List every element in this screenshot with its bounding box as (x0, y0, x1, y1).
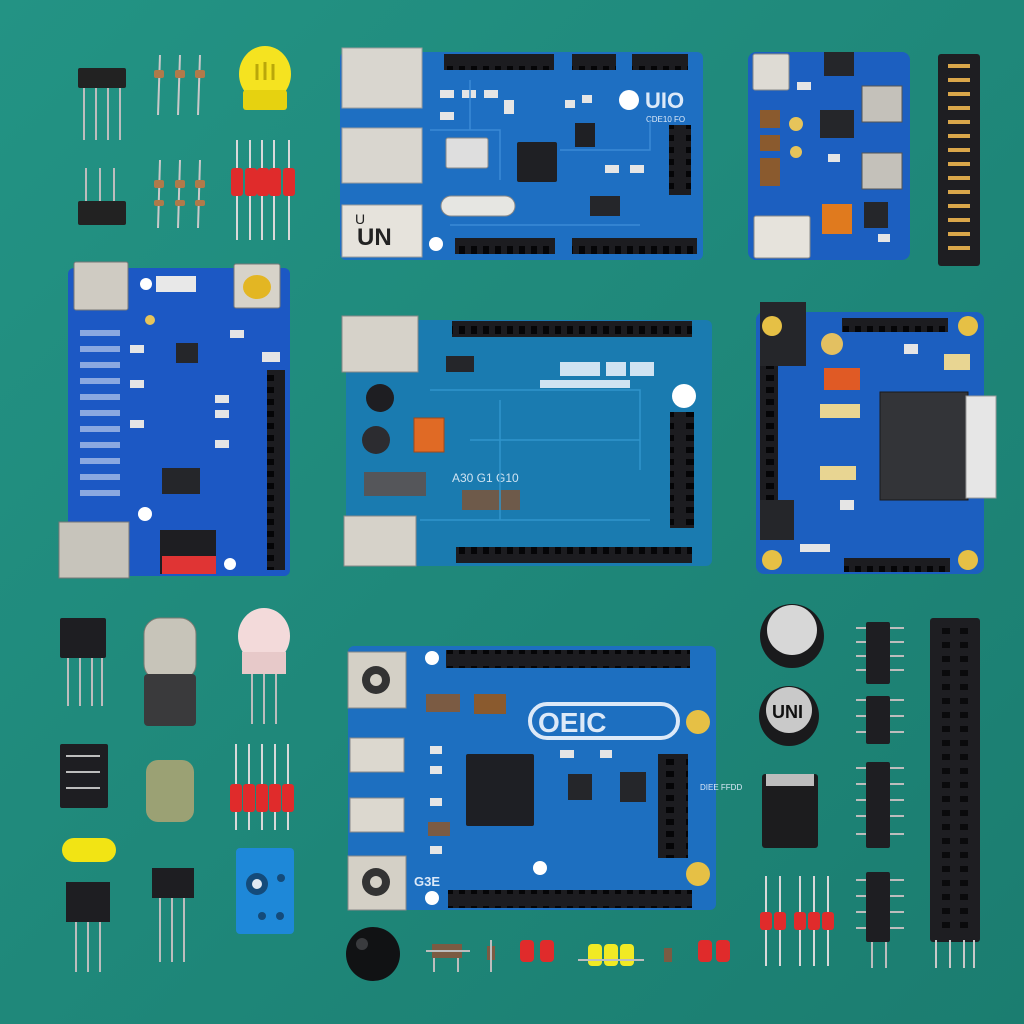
ic-chip-dip (60, 744, 108, 808)
pin-hole (960, 824, 968, 830)
pin-hole (960, 698, 968, 704)
pin-hole (942, 740, 950, 746)
yellow-led-icon (239, 46, 291, 110)
pin-hole (960, 628, 968, 634)
header-pins-bottom-mid (152, 868, 194, 962)
pin-hole (960, 726, 968, 732)
voltage-regulator (762, 774, 818, 848)
female-header-vertical-right (938, 54, 980, 266)
transistor-bottom-left (66, 882, 110, 972)
pin-hole (960, 656, 968, 662)
board-bottom-center: OEIC G3E DIEE FFDD (347, 646, 742, 911)
pin-hole (960, 894, 968, 900)
pin-hole (942, 698, 950, 704)
pin-hole (942, 726, 950, 732)
usb-prefix: U (355, 211, 365, 227)
pin-hole (960, 880, 968, 886)
header-pins-left-2 (78, 168, 126, 225)
pin-hole (960, 782, 968, 788)
pin-hole (942, 838, 950, 844)
male-header-long-right (930, 618, 980, 968)
capacitor-round-top (760, 604, 824, 668)
pin-hole (942, 866, 950, 872)
pin-hole (960, 866, 968, 872)
pin-hole (942, 754, 950, 760)
board-top-center: UN U UIO CDE10 FO (340, 47, 703, 260)
pin-hole (960, 712, 968, 718)
pin-hole (942, 642, 950, 648)
pin-hole (942, 824, 950, 830)
pin-hole (942, 656, 950, 662)
pin-hole (960, 740, 968, 746)
capacitor-round-mid: UNI (759, 686, 819, 746)
male-header-pin-holes (942, 628, 968, 928)
board-left-middle (58, 261, 290, 579)
buzzer-black (346, 927, 400, 981)
resistors-group-top (157, 54, 201, 229)
red-leds-group-bottom (230, 744, 294, 830)
pin-hole (942, 670, 950, 676)
pin-hole (942, 908, 950, 914)
capacitor-mid-label: UNI (772, 702, 803, 722)
board-logo-oeic: OEIC (538, 707, 606, 738)
board-side-text: DIEE FFDD (700, 783, 742, 792)
pin-hole (942, 782, 950, 788)
potentiometer-blue (236, 848, 294, 934)
pin-hole (960, 838, 968, 844)
yellow-led-small (62, 838, 116, 862)
board-logo-uio: UIO (645, 88, 684, 113)
pin-hole (960, 852, 968, 858)
pin-hole (960, 670, 968, 676)
pin-hole (942, 712, 950, 718)
pin-hole (942, 852, 950, 858)
transistors-column (856, 622, 904, 968)
pin-hole (942, 810, 950, 816)
pin-hole (960, 908, 968, 914)
resistor-bodies (154, 70, 205, 206)
pin-hole (960, 642, 968, 648)
red-leds-group-right (760, 876, 834, 966)
board-sub-text: CDE10 FO (646, 115, 685, 124)
pin-hole (942, 880, 950, 886)
red-leds-group-top (231, 140, 295, 240)
small-parts-bottom-row (426, 940, 730, 972)
pin-hole (942, 894, 950, 900)
pin-hole (960, 922, 968, 928)
pin-hole (942, 922, 950, 928)
pin-hole (960, 810, 968, 816)
board-center: A30 G1 G10 (341, 315, 712, 567)
pin-hole (960, 768, 968, 774)
header-pins-top-left (78, 68, 126, 140)
pin-hole (942, 768, 950, 774)
pin-hole (942, 628, 950, 634)
pin-hole (942, 684, 950, 690)
pin-hole (960, 684, 968, 690)
board-right-middle (756, 302, 997, 574)
crystal-component (143, 617, 197, 822)
pin-hole (960, 754, 968, 760)
usb-text: UN (357, 224, 392, 251)
pin-hole (960, 796, 968, 802)
pin-hole (942, 796, 950, 802)
board-corner-text: G3E (414, 874, 440, 889)
board-top-right (748, 52, 910, 260)
red-led-white-cap (238, 608, 290, 724)
board-silkscreen: A30 G1 G10 (452, 471, 519, 485)
header-pins-bottom-left (60, 618, 106, 706)
